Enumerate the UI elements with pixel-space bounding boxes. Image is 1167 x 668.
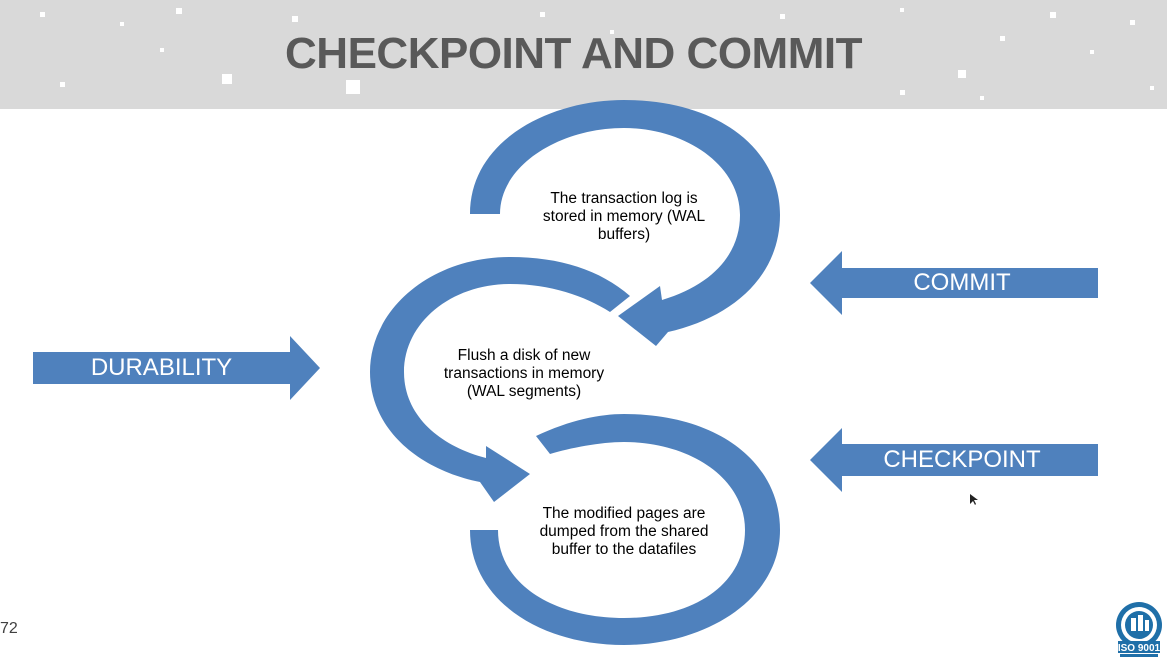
durability-arrow: [33, 336, 320, 400]
slide-title: CHECKPOINT AND COMMIT: [285, 29, 862, 78]
step-2-text: Flush a disk of new transactions in memo…: [420, 347, 628, 401]
mouse-cursor-icon: [970, 494, 978, 505]
commit-arrow: [810, 251, 1098, 315]
step-3-line-3: buffer to the datafiles: [551, 541, 697, 558]
header-band: [0, 0, 1167, 109]
step-1-text: The transaction log is stored in memory …: [520, 190, 728, 244]
commit-label: COMMIT: [913, 269, 1011, 296]
durability-label: DURABILITY: [90, 354, 233, 381]
step-3-line-1: The modified pages are: [542, 505, 706, 522]
step-2-line-3: (WAL segments): [466, 383, 582, 400]
step-1-line-1: The transaction log is: [550, 190, 698, 207]
checkpoint-arrow: [810, 428, 1098, 492]
checkpoint-label: CHECKPOINT: [883, 446, 1041, 473]
cycle-arrow-middle: [370, 257, 630, 502]
iso-certification-badge: ISO 9001: [1116, 602, 1162, 657]
step-3-text: The modified pages are dumped from the s…: [520, 505, 728, 559]
step-2-line-2: transactions in memory: [443, 365, 605, 382]
step-1-line-3: buffers): [597, 226, 651, 243]
page-number: 72: [0, 620, 18, 637]
step-1-line-2: stored in memory (WAL: [542, 208, 706, 225]
cycle-arrow-top: [470, 100, 780, 346]
step-3-line-2: dumped from the shared: [539, 523, 709, 540]
step-2-line-1: Flush a disk of new: [457, 347, 591, 364]
iso-badge-text: ISO 9001: [1118, 643, 1161, 654]
